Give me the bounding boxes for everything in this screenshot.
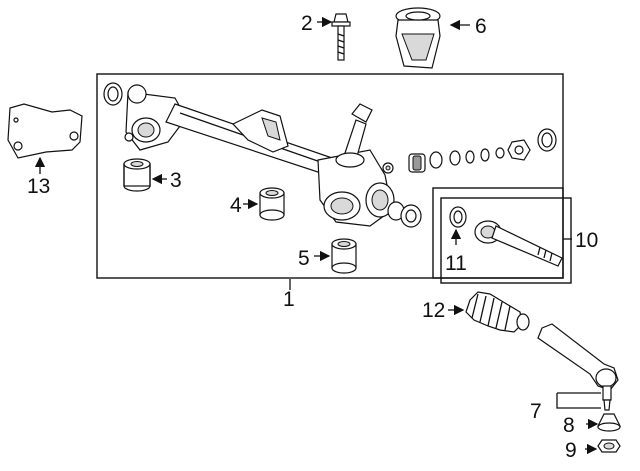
callout-6: 6	[475, 15, 487, 38]
mount-bushing-3	[123, 158, 151, 192]
callout-7: 7	[530, 400, 542, 423]
callout-2: 2	[301, 12, 313, 35]
callout-12: 12	[422, 299, 445, 322]
callout-11: 11	[445, 252, 467, 275]
heat-shield-13	[7, 103, 83, 159]
bolt-2	[331, 13, 351, 61]
nut-9	[597, 439, 621, 453]
callout-bracket-7	[556, 393, 601, 409]
gear-assembly-box	[96, 73, 564, 279]
callout-5: 5	[298, 247, 310, 270]
gear-seal-rings	[382, 128, 557, 174]
callout-1: 1	[283, 288, 295, 311]
mount-bushing-5	[331, 238, 357, 274]
boot-8	[597, 413, 621, 432]
dust-boot-6	[395, 7, 441, 69]
rack-boot-12	[465, 291, 530, 333]
mount-bushing-4	[259, 187, 285, 221]
inner-tie-rod-10	[474, 220, 563, 267]
callout-8: 8	[563, 414, 575, 437]
tie-rod-detail-box	[440, 197, 572, 284]
callout-10: 10	[575, 229, 598, 252]
rack-and-pinion-gear	[103, 82, 422, 228]
callout-4: 4	[230, 194, 242, 217]
outer-tie-rod-end-7	[537, 323, 619, 411]
callout-13: 13	[27, 175, 50, 198]
ring-11	[449, 206, 467, 228]
callout-9: 9	[565, 439, 577, 462]
inner-tie-rod-box	[432, 187, 564, 279]
callout-3: 3	[170, 169, 182, 192]
